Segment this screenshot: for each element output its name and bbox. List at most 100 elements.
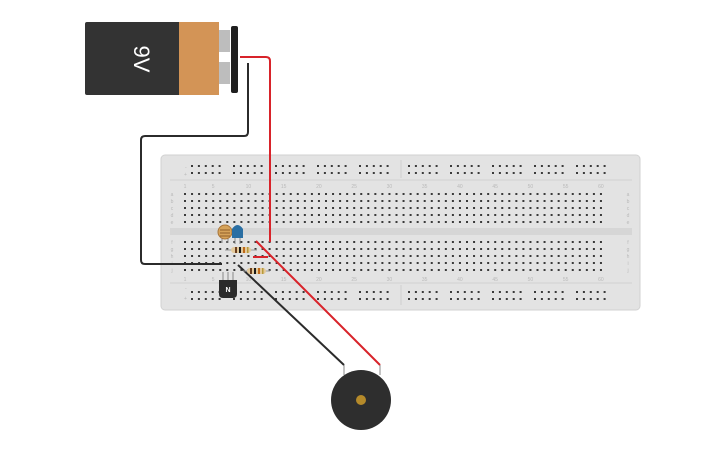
hole-d30[interactable] (388, 214, 391, 216)
hole-b34[interactable] (416, 200, 419, 202)
hole-e18[interactable] (303, 221, 306, 223)
hole-c10[interactable] (247, 207, 250, 209)
hole-d25[interactable] (353, 214, 356, 216)
hole-c50[interactable] (529, 207, 532, 209)
hole-h18[interactable] (303, 255, 306, 257)
hole-a17[interactable] (296, 193, 299, 195)
hole-f41[interactable] (466, 241, 468, 243)
rail-top-minus[interactable] (288, 165, 291, 167)
rail-top-minus[interactable] (589, 165, 592, 167)
hole-a36[interactable] (430, 193, 433, 195)
hole-f6[interactable] (219, 241, 222, 243)
hole-g16[interactable] (289, 248, 292, 250)
hole-i60[interactable] (599, 262, 602, 264)
hole-i43[interactable] (480, 262, 483, 264)
hole-b8[interactable] (233, 200, 236, 202)
hole-f28[interactable] (374, 241, 377, 243)
hole-g49[interactable] (522, 248, 525, 250)
hole-b29[interactable] (381, 200, 384, 202)
rail-bottom-minus[interactable] (275, 291, 277, 293)
hole-c1[interactable] (184, 207, 186, 209)
hole-i46[interactable] (501, 262, 504, 264)
hole-d17[interactable] (296, 214, 299, 216)
hole-g2[interactable] (191, 248, 194, 250)
hole-g50[interactable] (529, 248, 532, 250)
rail-bottom-minus[interactable] (337, 291, 340, 293)
hole-e17[interactable] (296, 221, 299, 223)
rail-bottom-plus[interactable] (197, 298, 200, 300)
hole-e50[interactable] (529, 221, 532, 223)
hole-b5[interactable] (212, 200, 215, 202)
hole-g5[interactable] (212, 248, 215, 250)
hole-i18[interactable] (303, 262, 306, 264)
hole-f45[interactable] (494, 241, 497, 243)
hole-g1[interactable] (184, 248, 186, 250)
hole-e19[interactable] (310, 221, 313, 223)
rail-top-minus[interactable] (554, 165, 557, 167)
rail-top-plus[interactable] (477, 172, 480, 174)
hole-f23[interactable] (339, 241, 342, 243)
hole-f26[interactable] (360, 241, 363, 243)
hole-g54[interactable] (557, 248, 560, 250)
hole-c25[interactable] (353, 207, 356, 209)
hole-b37[interactable] (437, 200, 440, 202)
hole-b35[interactable] (423, 200, 426, 202)
hole-c9[interactable] (240, 207, 243, 209)
hole-g6[interactable] (219, 248, 222, 250)
hole-i21[interactable] (325, 262, 327, 264)
rail-bottom-minus[interactable] (379, 291, 382, 293)
hole-h58[interactable] (585, 255, 588, 257)
hole-h29[interactable] (381, 255, 384, 257)
hole-j45[interactable] (494, 269, 497, 271)
hole-a20[interactable] (317, 193, 320, 195)
hole-g27[interactable] (367, 248, 370, 250)
transistor-npn[interactable]: N (219, 272, 237, 298)
hole-b53[interactable] (550, 200, 553, 202)
hole-f36[interactable] (430, 241, 433, 243)
hole-b21[interactable] (325, 200, 327, 202)
hole-g31[interactable] (395, 248, 398, 250)
rail-bottom-plus[interactable] (435, 298, 438, 300)
rail-top-plus[interactable] (323, 172, 326, 174)
rail-top-minus[interactable] (191, 165, 193, 167)
hole-b10[interactable] (247, 200, 250, 202)
hole-h1[interactable] (184, 255, 186, 257)
hole-i48[interactable] (515, 262, 518, 264)
hole-c2[interactable] (191, 207, 194, 209)
hole-g47[interactable] (508, 248, 511, 250)
hole-h22[interactable] (332, 255, 335, 257)
hole-j5[interactable] (212, 269, 215, 271)
rail-top-minus[interactable] (233, 165, 235, 167)
hole-d47[interactable] (508, 214, 511, 216)
rail-bottom-plus[interactable] (492, 298, 494, 300)
hole-f16[interactable] (289, 241, 292, 243)
black-wire-buzzer[interactable] (237, 264, 345, 366)
hole-c48[interactable] (515, 207, 518, 209)
hole-i39[interactable] (451, 262, 454, 264)
hole-g59[interactable] (592, 248, 595, 250)
hole-j51[interactable] (536, 269, 539, 271)
rail-bottom-plus[interactable] (275, 298, 277, 300)
hole-b15[interactable] (282, 200, 285, 202)
rail-top-minus[interactable] (302, 165, 305, 167)
hole-j41[interactable] (466, 269, 468, 271)
rail-bottom-minus[interactable] (512, 291, 515, 293)
hole-f10[interactable] (247, 241, 250, 243)
hole-c33[interactable] (409, 207, 412, 209)
hole-g23[interactable] (339, 248, 342, 250)
rail-bottom-minus[interactable] (323, 291, 326, 293)
hole-c6[interactable] (219, 207, 222, 209)
rail-bottom-plus[interactable] (519, 298, 522, 300)
hole-i40[interactable] (458, 262, 461, 264)
hole-a11[interactable] (254, 193, 257, 195)
hole-d39[interactable] (451, 214, 454, 216)
hole-i20[interactable] (317, 262, 320, 264)
hole-a10[interactable] (247, 193, 250, 195)
rail-bottom-minus[interactable] (547, 291, 550, 293)
hole-d1[interactable] (184, 214, 186, 216)
hole-c5[interactable] (212, 207, 215, 209)
hole-j8[interactable] (233, 269, 236, 271)
hole-c56[interactable] (571, 207, 574, 209)
hole-h53[interactable] (550, 255, 553, 257)
rail-top-plus[interactable] (463, 172, 466, 174)
